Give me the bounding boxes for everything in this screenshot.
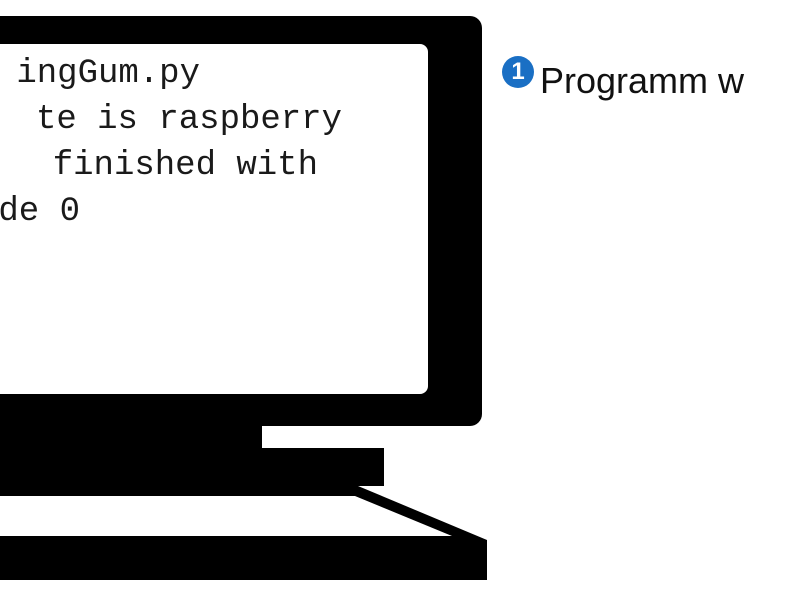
monitor-screen [0,44,428,394]
step-number-badge: 1 [502,56,534,88]
console-line-4: de 0 [0,193,80,231]
console-line-3: finished with [32,147,318,185]
monitor-stand-neck [0,426,262,448]
keyboard-edge-highlight [0,496,452,536]
step-callout-text: Programm w [540,60,745,101]
console-line-2: te is raspberry [35,101,342,139]
step-callout: 1 Programm w [502,50,744,102]
monitor-stand-base [0,448,384,486]
console-line-1: ingGum.py [16,55,200,93]
console-output: ingGum.py te is raspberry finished with … [0,44,428,394]
